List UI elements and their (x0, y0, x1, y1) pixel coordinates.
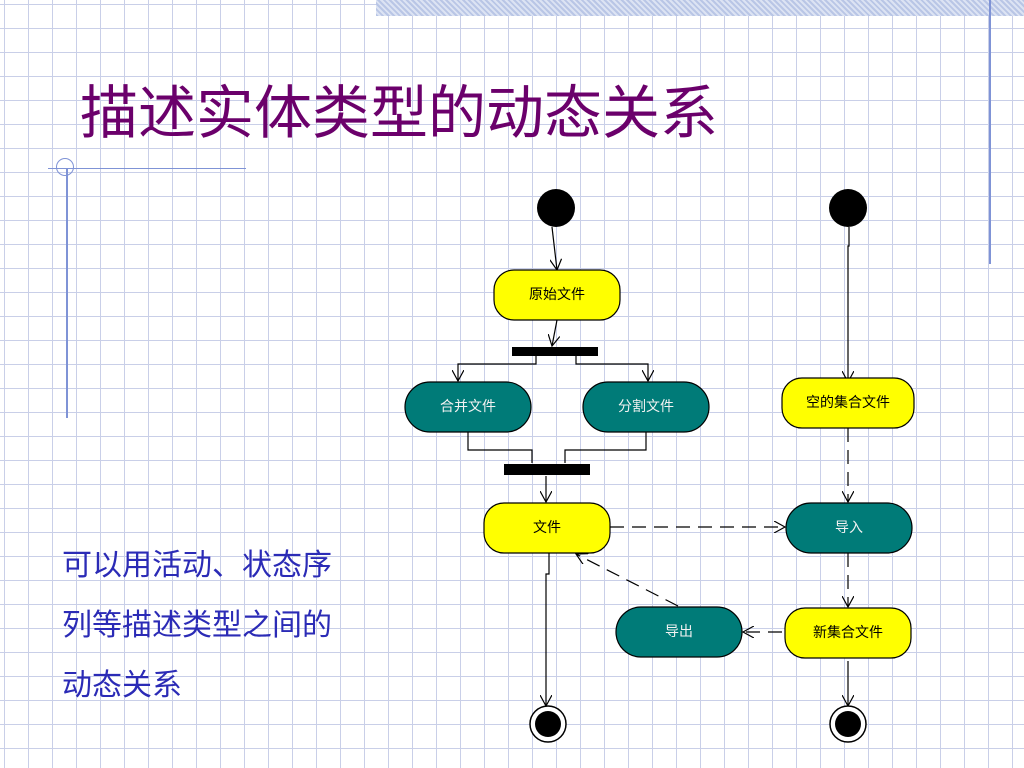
node-original-file-label: 原始文件 (529, 287, 585, 303)
end-node-left (529, 705, 567, 743)
end-node-right (829, 705, 867, 743)
node-import: 导入 (785, 502, 913, 554)
node-split-file-label: 分割文件 (618, 398, 674, 415)
node-original-file: 原始文件 (493, 269, 621, 321)
node-new-collection-file-label: 新集合文件 (813, 624, 883, 641)
ring-icon (56, 158, 74, 176)
left-flow-edges (458, 226, 648, 706)
node-export-label: 导出 (665, 624, 693, 640)
node-empty-collection-file-label: 空的集合文件 (806, 394, 890, 411)
fork-bar (512, 347, 598, 356)
left-accent-rule (66, 168, 68, 418)
right-accent-rule (989, 0, 991, 264)
node-file: 文件 (483, 502, 611, 554)
page-title: 描述实体类型的动态关系 (80, 79, 719, 147)
edge-file-end (546, 553, 549, 706)
side-description: 可以用活动、状态序列等描述类型之间的动态关系 (62, 548, 332, 703)
start-node-right (829, 189, 867, 227)
top-decoration-band (376, 0, 1024, 16)
node-export: 导出 (615, 606, 743, 658)
object-flow-edges (576, 428, 848, 632)
node-merge-file: 合并文件 (404, 381, 532, 433)
node-import-label: 导入 (835, 520, 863, 536)
edge-fork-merge (458, 356, 537, 381)
edge-original-fork (552, 319, 557, 346)
edge-start-empty (848, 227, 849, 382)
start-node-left (537, 189, 575, 227)
node-empty-collection-file: 空的集合文件 (781, 377, 915, 429)
edge-merge-join (467, 432, 533, 463)
node-file-label: 文件 (533, 520, 561, 536)
node-merge-file-label: 合并文件 (440, 399, 496, 415)
edge-export-file (576, 554, 679, 607)
edge-start-original (552, 226, 557, 270)
title-underline-rule (48, 168, 246, 169)
join-bar (504, 464, 590, 475)
node-new-collection-file: 新集合文件 (784, 607, 912, 659)
right-flow-edges (848, 227, 849, 706)
edge-split-join (564, 432, 647, 463)
node-split-file: 分割文件 (582, 381, 710, 433)
edge-fork-split (575, 356, 648, 381)
